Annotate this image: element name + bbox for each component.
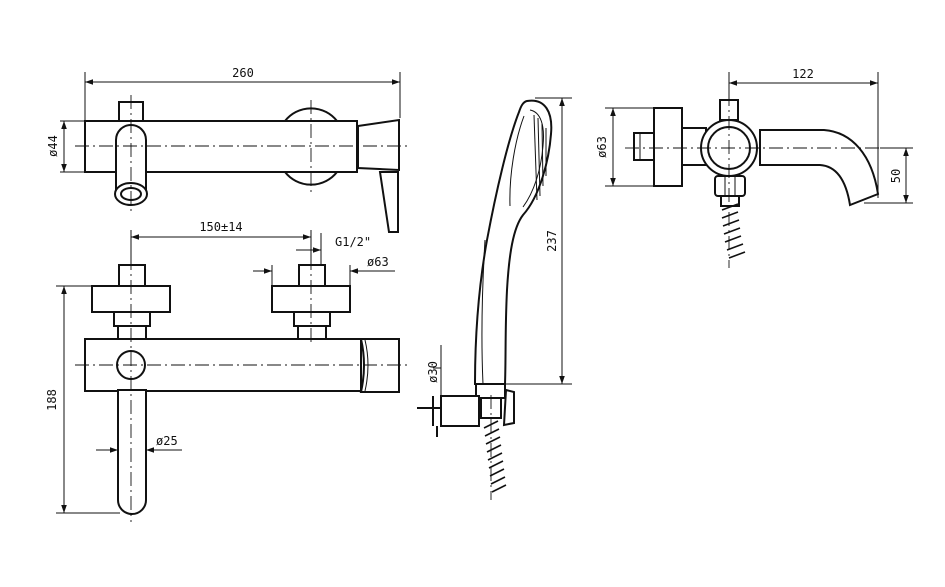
- dim-side-depth: 122: [792, 67, 814, 81]
- dim-front-diameter: ø63: [367, 255, 389, 269]
- dim-side-height: 50: [889, 169, 903, 183]
- dim-front-height: 188: [45, 389, 59, 411]
- side-view: 122 ø63 50: [595, 67, 913, 268]
- dim-shower-length: 237: [545, 230, 559, 252]
- front-view: 150±14 G1/2" ø63 188: [45, 220, 410, 522]
- dim-top-width: 260: [232, 66, 254, 80]
- dim-front-spacing: 150±14: [199, 220, 242, 234]
- top-view: 260 ø44: [46, 66, 410, 233]
- dim-side-diameter: ø63: [595, 136, 609, 158]
- dim-front-thread: G1/2": [335, 235, 371, 249]
- hand-shower-view: 237 ø30: [417, 97, 572, 500]
- dim-shower-diameter: ø30: [426, 361, 440, 383]
- dim-lever-diameter: ø25: [156, 434, 178, 448]
- dim-top-diameter: ø44: [46, 135, 60, 157]
